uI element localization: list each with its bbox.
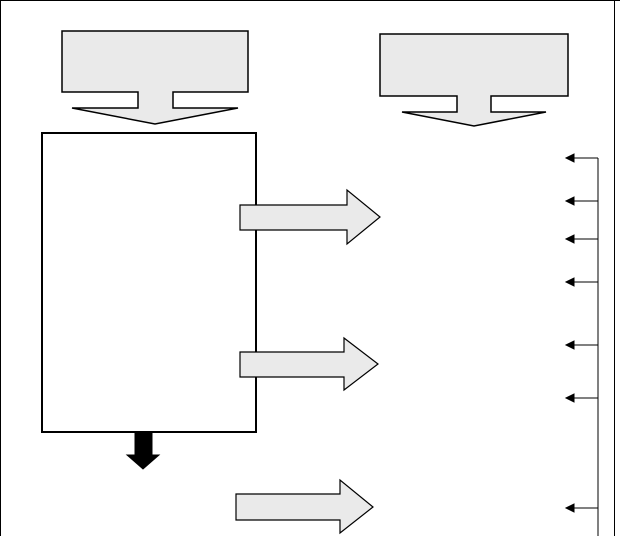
small-left-arrow-6 xyxy=(564,393,598,403)
small-left-arrow-3 xyxy=(564,234,598,244)
small-left-arrow-2 xyxy=(564,196,598,206)
small-left-arrow-1 xyxy=(564,153,598,163)
right-block-arrow-1 xyxy=(239,188,381,246)
main-process-box xyxy=(41,132,257,433)
small-left-arrow-7 xyxy=(564,503,598,513)
small-left-arrow-5 xyxy=(564,340,598,350)
top-right-down-block-arrow xyxy=(379,33,569,127)
top-left-down-block-arrow xyxy=(61,30,249,125)
small-left-arrow-4 xyxy=(564,277,598,287)
right-block-arrow-3 xyxy=(235,478,374,535)
output-down-arrow xyxy=(125,432,161,470)
feedback-arrows xyxy=(564,153,598,513)
right-block-arrow-2 xyxy=(239,336,379,392)
